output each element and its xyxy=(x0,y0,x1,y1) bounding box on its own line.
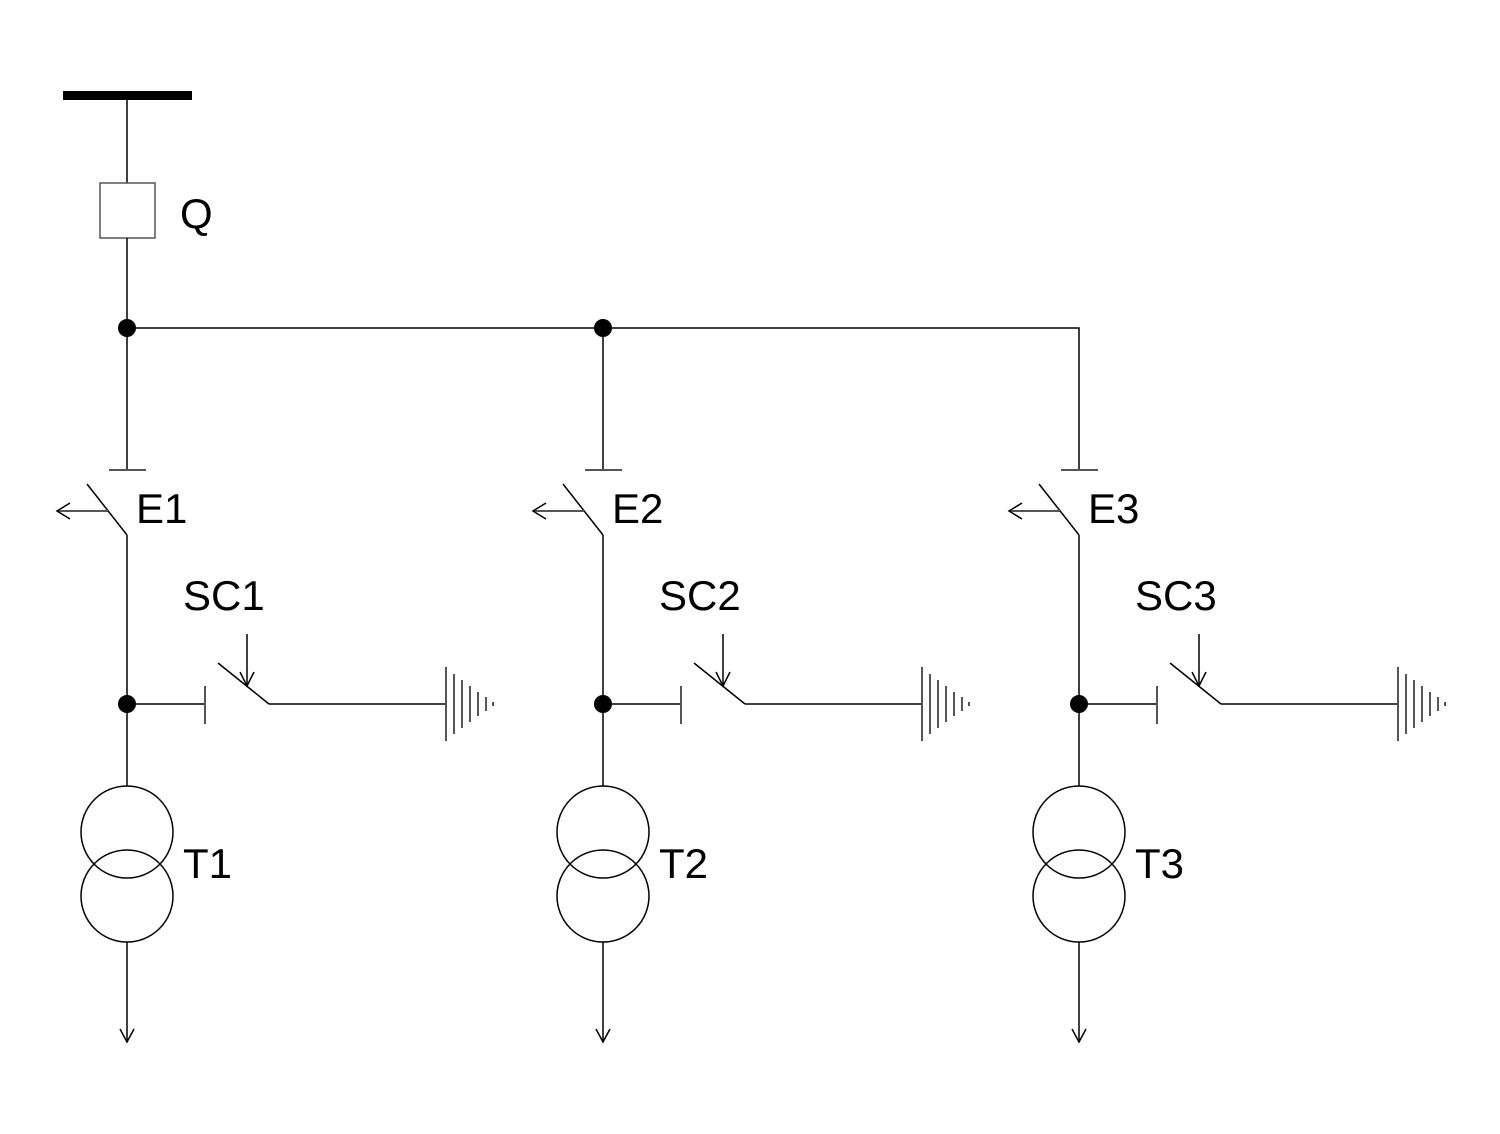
transformer-primary-winding[interactable] xyxy=(80,785,174,879)
disconnector-blade[interactable] xyxy=(1038,483,1080,536)
disconnector-label: E1 xyxy=(136,485,187,532)
earthing-switch-blade[interactable] xyxy=(217,662,270,705)
transformer-primary-winding[interactable] xyxy=(556,785,650,879)
ground-icon xyxy=(1397,667,1446,741)
arrow-down-icon xyxy=(1191,671,1207,688)
earthing-switch-label: SC1 xyxy=(183,572,265,619)
breaker-label: Q xyxy=(180,190,213,237)
arrow-down-icon xyxy=(1071,1028,1087,1044)
transformer-primary-winding[interactable] xyxy=(1032,785,1126,879)
earthing-switch-blade[interactable] xyxy=(693,662,746,705)
disconnector-blade[interactable] xyxy=(86,483,128,536)
arrow-down-icon xyxy=(715,671,731,688)
arrow-down-icon xyxy=(119,1028,135,1044)
arrow-left-icon xyxy=(531,502,547,520)
transformer-label: T1 xyxy=(183,840,232,887)
busbar xyxy=(63,91,192,100)
circuit-breaker-q[interactable] xyxy=(99,182,156,239)
transformer-secondary-winding[interactable] xyxy=(556,849,650,943)
earthing-switch-label: SC2 xyxy=(659,572,741,619)
transformer-label: T3 xyxy=(1135,840,1184,887)
arrow-down-icon xyxy=(239,671,255,688)
distribution-line xyxy=(127,327,1080,470)
disconnector-blade[interactable] xyxy=(562,483,604,536)
transformer-secondary-winding[interactable] xyxy=(1032,849,1126,943)
disconnector-label: E3 xyxy=(1088,485,1139,532)
arrow-left-icon xyxy=(55,502,71,520)
disconnector-label: E2 xyxy=(612,485,663,532)
ground-icon xyxy=(921,667,970,741)
earthing-switch-label: SC3 xyxy=(1135,572,1217,619)
arrow-left-icon xyxy=(1007,502,1023,520)
transformer-label: T2 xyxy=(659,840,708,887)
earthing-switch-blade[interactable] xyxy=(1169,662,1222,705)
ground-icon xyxy=(445,667,494,741)
transformer-secondary-winding[interactable] xyxy=(80,849,174,943)
arrow-down-icon xyxy=(595,1028,611,1044)
